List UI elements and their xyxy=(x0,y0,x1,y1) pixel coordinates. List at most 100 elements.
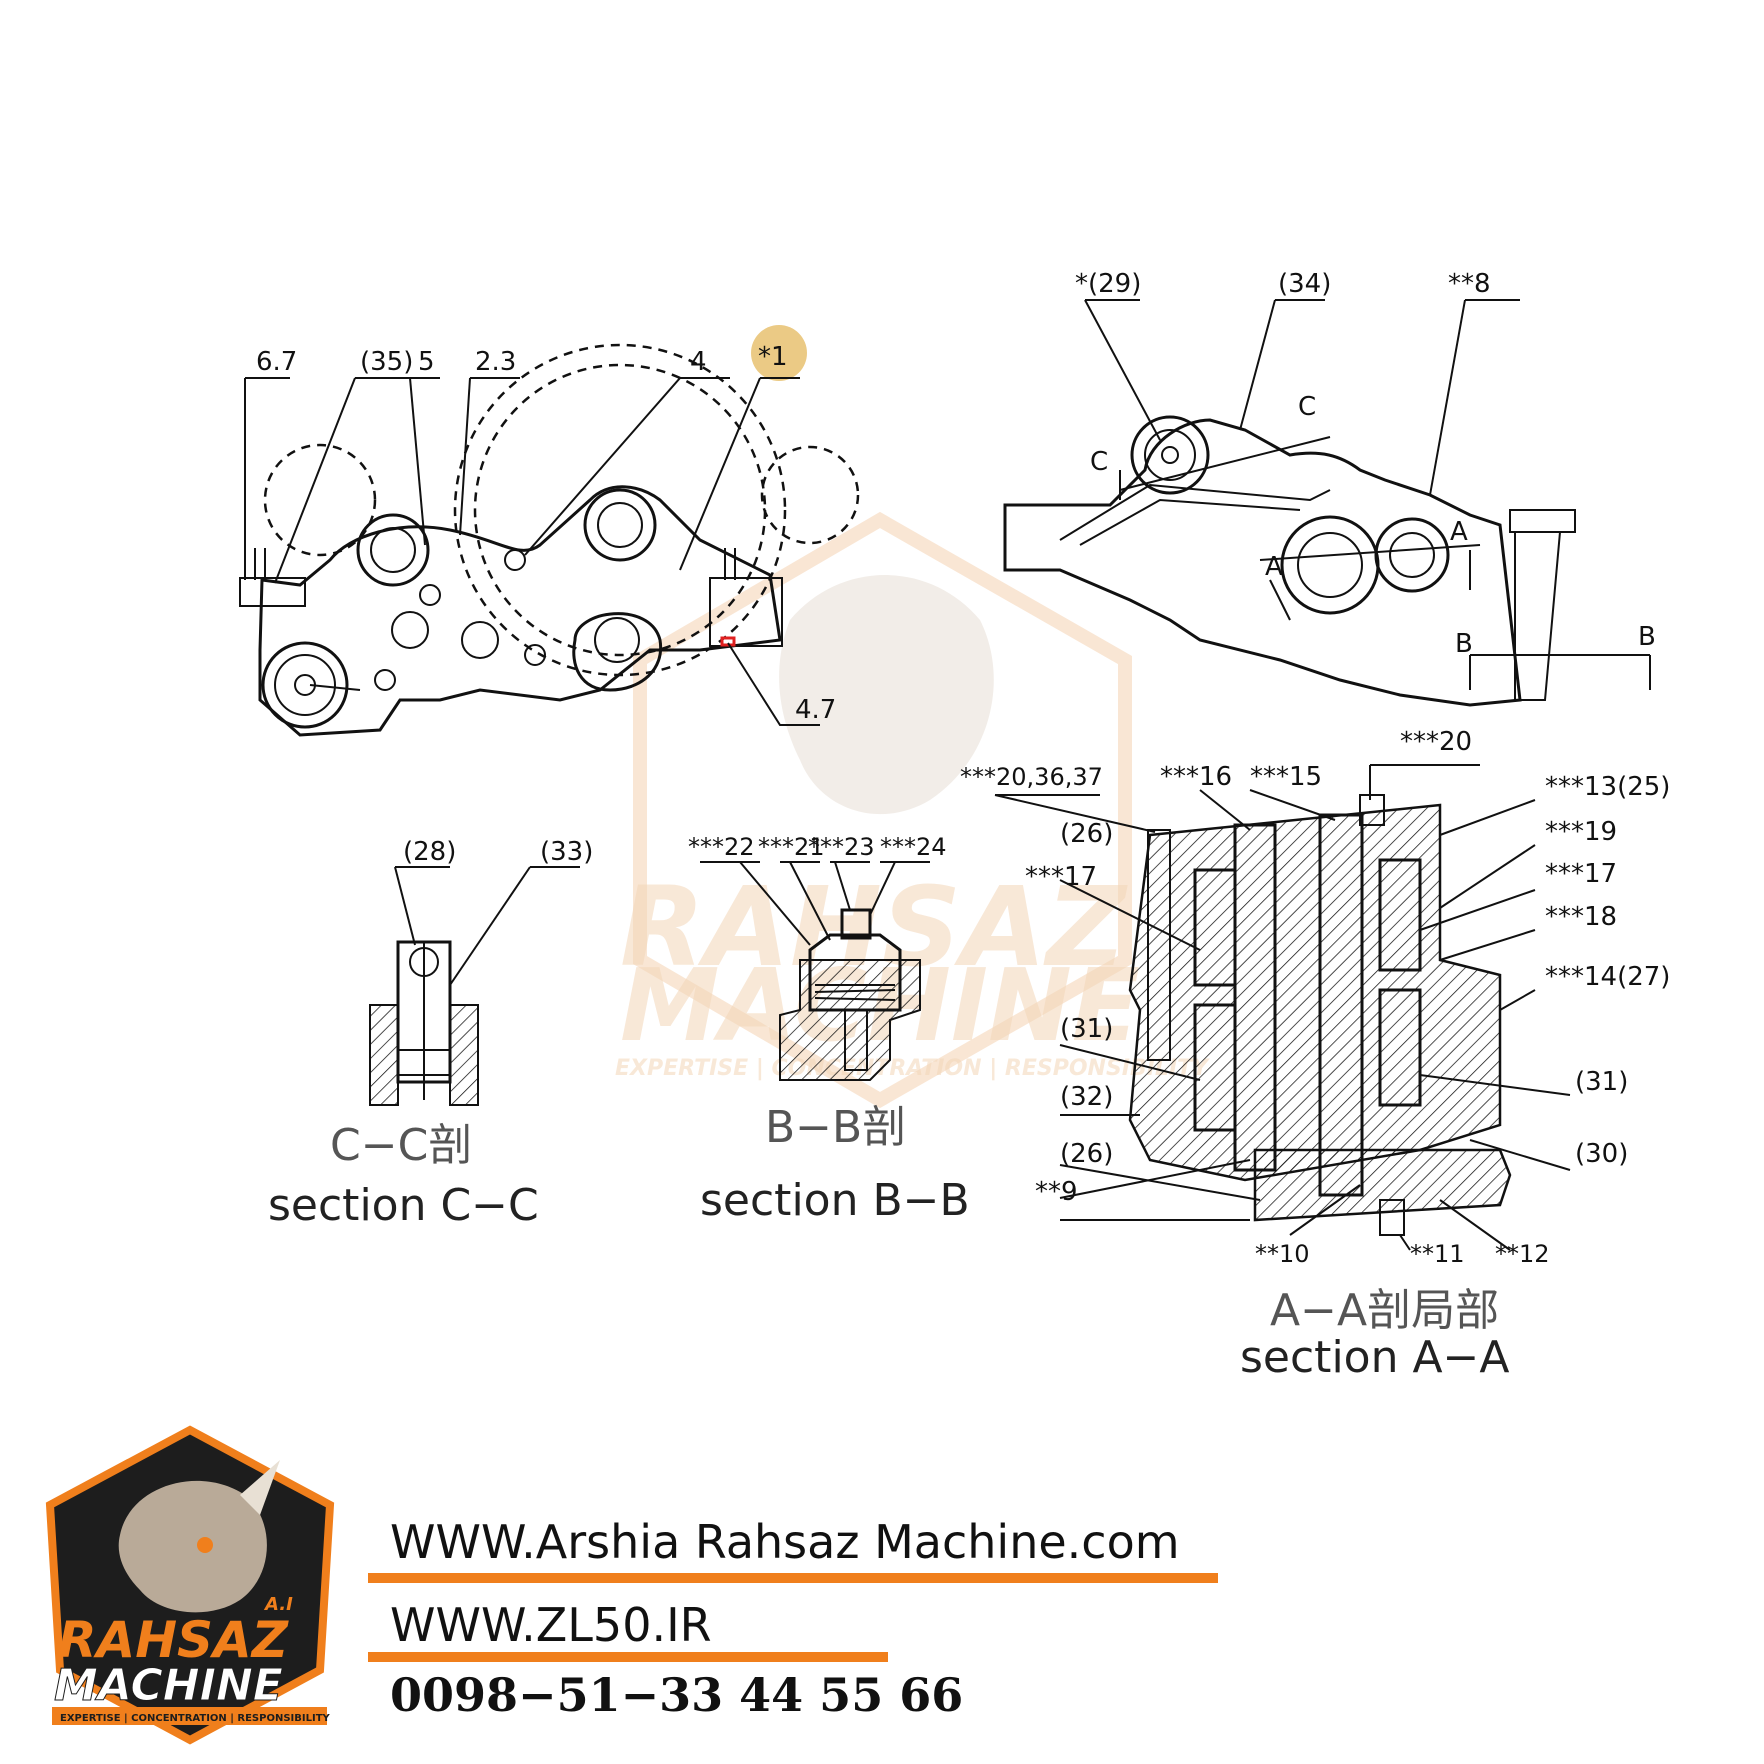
label-23: ***23 xyxy=(808,833,875,861)
label-b-right: B xyxy=(1638,622,1656,652)
rhino-head-icon xyxy=(118,1480,267,1613)
label-16: ***16 xyxy=(1160,762,1232,792)
label-6-7: 6.7 xyxy=(256,347,297,377)
aa-gear-left-lower xyxy=(1193,1003,1237,1132)
label-34: (34) xyxy=(1278,269,1331,299)
label-20: ***20 xyxy=(1400,727,1472,757)
dashed-gear-left xyxy=(263,443,377,557)
pulley-29 xyxy=(1130,415,1210,495)
label-8: **8 xyxy=(1448,269,1491,299)
label-b-left: B xyxy=(1455,629,1473,659)
idler-pulley xyxy=(261,641,349,729)
logo-line2: MACHINE xyxy=(54,1660,283,1711)
top-left-assembly-view: 6.7 (35) 5 2.3 4 *1 4.7 xyxy=(239,325,860,737)
label-15: ***15 xyxy=(1250,762,1322,792)
arm xyxy=(1059,483,1331,541)
dashed-gear-large xyxy=(453,343,787,677)
port-2 xyxy=(461,621,499,659)
label-a-left: A xyxy=(1265,552,1283,582)
aa-gear-left-upper xyxy=(1193,868,1237,987)
website-link-2[interactable]: WWW.ZL50.IR xyxy=(390,1598,712,1652)
label-12: **12 xyxy=(1495,1240,1550,1268)
label-31-right: (31) xyxy=(1575,1067,1628,1097)
label-20-36-37: ***20,36,37 xyxy=(960,763,1103,791)
label-26-lower: (26) xyxy=(1060,1139,1113,1169)
label-4-7: 4.7 xyxy=(795,695,836,725)
label-5: 5 xyxy=(418,347,435,377)
label-a-right: A xyxy=(1450,517,1468,547)
watermark-rhino-head-icon xyxy=(779,575,994,815)
label-32: (32) xyxy=(1060,1082,1113,1112)
aa-bolt-top xyxy=(1359,794,1385,826)
cc-housing-left xyxy=(369,1004,399,1106)
mount-block-left xyxy=(239,577,306,607)
bb-caption-cn: B−B剖 xyxy=(765,1102,906,1153)
label-11: **11 xyxy=(1410,1240,1465,1268)
bore-a2 xyxy=(1374,517,1450,593)
aa-bolt-bottom xyxy=(1379,1199,1405,1236)
top-right-assembly-view: *(29) (34) **8 C C A A B B xyxy=(1003,269,1656,707)
website-link-1[interactable]: WWW.Arshia Rahsaz Machine.com xyxy=(390,1515,1180,1569)
label-4: 4 xyxy=(690,347,707,377)
label-14-27: ***14(27) xyxy=(1545,962,1670,992)
underline-bar-1 xyxy=(368,1573,1218,1583)
pump-body-outline xyxy=(258,485,782,737)
section-aa-view: ***20,36,37 ***16 ***15 ***20 ***13(25) … xyxy=(960,727,1670,1383)
watermark-shield xyxy=(633,511,1132,1109)
cc-caption-cn: C−C剖 xyxy=(330,1120,472,1171)
label-c-upper: C xyxy=(1298,392,1316,422)
right-body-outline xyxy=(1003,418,1522,707)
label-2-3: 2.3 xyxy=(475,347,516,377)
brand-logo: A.I RAHSAZ MACHINE EXPERTISE | CONCENTRA… xyxy=(45,1425,335,1745)
phone-number: 0098−51−33 44 55 66 xyxy=(390,1668,964,1722)
aa-bolt-left xyxy=(1147,829,1171,1061)
section-bb-view: ***22 ***21 ***23 ***24 B−B剖 section B−B xyxy=(688,833,970,1226)
aa-caption: section A−A xyxy=(1240,1332,1510,1383)
label-24: ***24 xyxy=(880,833,947,861)
right-bracket xyxy=(1509,509,1576,533)
label-28: (28) xyxy=(403,837,456,867)
label-18: ***18 xyxy=(1545,902,1617,932)
label-35: (35) xyxy=(360,347,413,377)
aa-shaft-15 xyxy=(1318,813,1364,1197)
label-17-right: ***17 xyxy=(1545,859,1617,889)
aa-base xyxy=(1253,1148,1512,1222)
label-c-lower: C xyxy=(1090,447,1108,477)
mount-block-right xyxy=(709,577,783,647)
red-marker xyxy=(720,636,736,647)
label-21: ***21 xyxy=(758,833,825,861)
cc-caption: section C−C xyxy=(268,1180,539,1231)
label-33: (33) xyxy=(540,837,593,867)
logo-mark: A.I xyxy=(263,1594,293,1615)
label-17-left: ***17 xyxy=(1025,862,1097,892)
bb-cap xyxy=(808,933,902,1012)
bore-a1 xyxy=(1280,515,1380,615)
aa-housing xyxy=(1128,803,1502,1182)
bb-bolt-head xyxy=(840,908,872,940)
label-13-25: ***13(25) xyxy=(1545,772,1670,802)
label-10: **10 xyxy=(1255,1240,1310,1268)
label-9: **9 xyxy=(1035,1177,1078,1207)
aa-gear-right-upper xyxy=(1378,858,1422,972)
aa-caption-cn: A−A剖局部 xyxy=(1270,1285,1499,1336)
flange xyxy=(572,612,663,692)
bb-caption: section B−B xyxy=(700,1175,970,1226)
label-22: ***22 xyxy=(688,833,755,861)
boss-2 xyxy=(583,488,657,562)
label-1: *1 xyxy=(758,342,788,372)
boss-1 xyxy=(356,513,430,587)
cc-housing-right xyxy=(449,1004,479,1106)
logo-tagline: EXPERTISE | CONCENTRATION | RESPONSIBILI… xyxy=(60,1713,331,1724)
label-highlight xyxy=(751,325,807,381)
section-cc-view: (28) (33) C−C剖 section C−C xyxy=(268,837,593,1231)
label-19: ***19 xyxy=(1545,817,1617,847)
label-26-upper: (26) xyxy=(1060,819,1113,849)
watermark-tagline: EXPERTISE | CONCENTRATION | RESPONSIBILI… xyxy=(615,1056,1210,1081)
underline-bar-2 xyxy=(368,1652,888,1662)
label-30: (30) xyxy=(1575,1139,1628,1169)
aa-shaft-16 xyxy=(1233,823,1277,1172)
logo-line1: RAHSAZ xyxy=(58,1611,290,1669)
port-1 xyxy=(391,611,429,649)
aa-gear-right-lower xyxy=(1378,988,1422,1107)
